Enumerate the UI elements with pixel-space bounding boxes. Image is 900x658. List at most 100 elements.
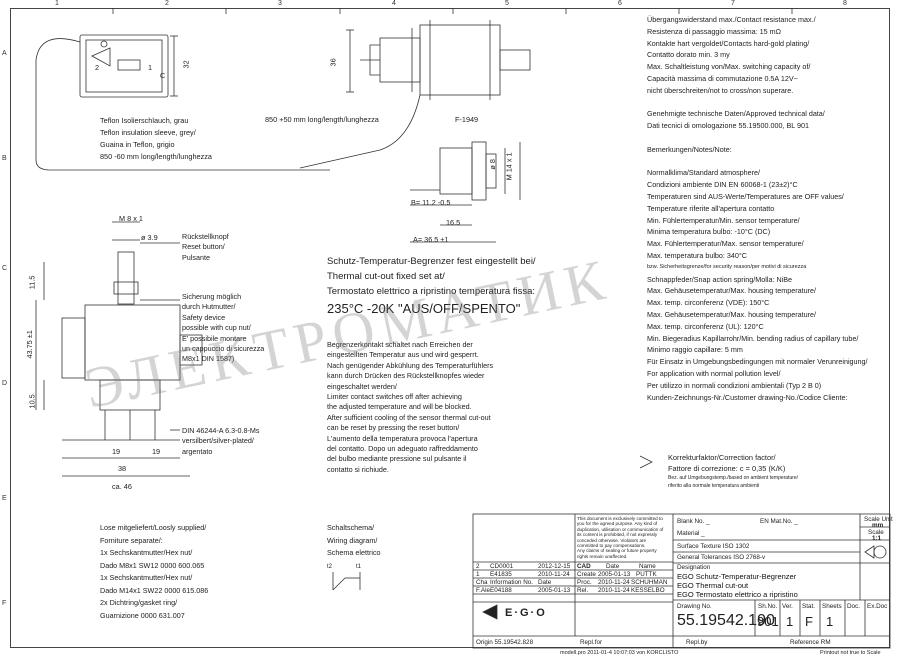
sh-no: 901 [757, 614, 779, 629]
part-ref: F-1949 [455, 115, 479, 124]
spec-line: Max. Fühlertemperatur/Max. sensor temper… [647, 239, 804, 249]
reset-line: Reset button/ [182, 242, 225, 252]
printout-footer: Printout not true to Scale [820, 650, 881, 656]
general-tolerances: General Tolerances ISO 2768-v [677, 554, 766, 561]
cap-line: durch Hutmutter/ [182, 302, 236, 312]
reset-line: Pulsante [182, 252, 210, 262]
blank-no: Blank No. _ [677, 518, 710, 525]
loose-parts: Lose mitgeliefert/Loosly supplied/ Forni… [100, 522, 208, 622]
dim-38: 38 [118, 464, 127, 473]
spec-line [647, 132, 868, 144]
surface-texture: Surface Texture ISO 1302 [677, 543, 750, 550]
temperature-setting: 235°C -20K "AUS/OFF/SPENTO" [327, 301, 521, 316]
col-5: 5 [505, 0, 509, 7]
rev-cell: Rel. [577, 587, 589, 594]
spec-line: Minimo raggio capillare: 5 mm [647, 345, 743, 355]
sleeve-it: Guaina in Teflon, grigio [100, 140, 175, 149]
origin: Origin 55.19542.828 [476, 639, 534, 646]
sheet-border [10, 8, 890, 648]
dim-19b: 19 [152, 447, 161, 456]
designation-2: EGO Thermal cut-out [677, 581, 749, 590]
copyright-line: This document is exclusively committed t… [577, 516, 663, 521]
dim-32: 32 [181, 60, 191, 69]
ver-label: Ver. [782, 603, 793, 610]
desc-line: Nach genügender Abkühlung des Temperatur… [327, 360, 494, 370]
dim-46: ca. 46 [112, 482, 132, 491]
term-line: DIN 46244-A 6.3-0.8-Ms [182, 426, 260, 435]
spec-line: Max. temp. circonferenz (UL): 120°C [647, 321, 764, 331]
cap-line: un cappuccio di sicurezza [182, 344, 265, 354]
specifications: Übergangswiderstand max./Contact resista… [647, 14, 868, 403]
terminal-note: DIN 46244-A 6.3-0.8-Ms versilbert/silver… [182, 426, 260, 457]
correction-it: Fattore di correzione: c = 0,35 (K/K) [668, 464, 786, 473]
dim-11-5: 11.5 [27, 275, 37, 290]
rev-cell: Proc. [577, 579, 592, 586]
rev-cell: E41835 [490, 571, 512, 578]
status: F [805, 614, 813, 629]
dim-43-75: 43.75 ±1 [24, 330, 34, 359]
reference: Reference RM [790, 639, 831, 646]
rev-cell: 2010-11-24 [598, 579, 630, 586]
scale-unit-label: Scale Unit [864, 516, 893, 523]
dim-10-5: 10.5 [27, 394, 37, 409]
dim-36: 36 [328, 58, 338, 67]
sleeve-de: Teflon Isolierschlauch, grau [100, 116, 189, 125]
rev-cell: 2005-01-13 [538, 587, 571, 594]
spec-line: Für Einsatz in Umgebungsbedingungen mit … [647, 357, 868, 367]
sh-no-label: Sh.No. [758, 603, 778, 610]
rev-cell: 1 [476, 571, 480, 578]
term-line: argentato [182, 446, 213, 456]
title-line-1: Schutz-Temperatur-Begrenzer fest eingest… [327, 256, 536, 267]
term-line: versilbert/silver-plated/ [182, 436, 254, 446]
stat-label: Stat. [802, 603, 815, 610]
loose-line: Forniture separate/: [100, 535, 163, 545]
sheets: 1 [826, 614, 834, 629]
cap-line: Safety device [182, 312, 226, 322]
spec-line: Schnappfeder/Snap action spring/Molla: N… [647, 274, 793, 284]
cap-line: M8x1 DIN 1587) [182, 354, 235, 364]
spec-line: Resistenza di passaggio massima: 15 mΩ [647, 26, 782, 36]
spec-line: nicht überschreiten/not to cross/non sup… [647, 85, 794, 95]
spec-line: Kunden-Zeichnungs-Nr./Customer drawing-N… [647, 392, 848, 402]
loose-line: Guarnizione 0000 631.007 [100, 610, 185, 620]
spec-line: Condizioni ambiente DIN EN 60068-1 (23±2… [647, 180, 798, 190]
dim-m14: M 14 x 1 [504, 152, 514, 181]
spec-line: Max. Schaltleistung von/Max. switching c… [647, 62, 811, 72]
wiring-line: Schaltschema/ [327, 523, 375, 532]
spec-line: Minima temperatura bulbo: -10°C (DC) [647, 227, 771, 237]
sleeve-length: 850 -60 mm long/length/lunghezza [100, 152, 212, 161]
correction-note1: Bez. auf Umgebungstemp./based on ambient… [668, 475, 799, 481]
spec-line: Per utilizzo in normali condizioni ambie… [647, 380, 822, 390]
rev-cell: 2010-11-24 [538, 571, 570, 578]
reset-note: Rückstellknopf Reset button/ Pulsante [182, 232, 229, 263]
title-text: Schutz-Temperatur-Begrenzer fest eingest… [327, 254, 536, 317]
spec-line: Dati tecnici di omologazione 55.19500.00… [647, 121, 809, 131]
desc-line: After sufficient cooling of the sensor t… [327, 412, 491, 422]
rev-cell: Name [639, 563, 656, 570]
spec-line: bzw. Sicherheitsgrenze/for security reas… [647, 263, 807, 270]
copyright-line: its content is prohibited, if not expres… [577, 532, 658, 538]
dim-d3-9: ø 3.9 [141, 233, 158, 242]
label-2: 2 [95, 63, 100, 72]
row-a: A [2, 50, 7, 57]
description: Begrenzerkontakt schaltet nach Erreichen… [327, 340, 493, 475]
wiring-t2: t2 [327, 564, 333, 570]
dim-a: A= 36.5 ±1 [413, 235, 449, 244]
scale-unit: mm [872, 522, 884, 529]
spec-line: Normalklima/Standard atmosphere/ [647, 168, 761, 178]
spec-line [647, 97, 868, 109]
rev-cell: 2 [476, 563, 480, 570]
loose-line: 1x Sechskantmutter/Hex nut/ [100, 548, 193, 557]
spec-line: Max. temp. circonferenz (VDE): 150°C [647, 298, 770, 308]
desc-line: del contatto. Dopo un adeguato raffredda… [327, 444, 478, 454]
desc-line: eingeschaltet werden/ [327, 381, 397, 391]
replaced-by: Repl.by [686, 639, 708, 646]
reset-line: Rückstellknopf [182, 232, 229, 241]
drawing-number: 55.19542.190 [677, 612, 775, 629]
cap-line: possible with cup nut/ [182, 323, 251, 333]
cap-line: E' possibile montare [182, 333, 247, 343]
row-e: E [2, 495, 7, 502]
loose-line: Dado M8x1 SW12 0000 600.065 [100, 560, 205, 570]
